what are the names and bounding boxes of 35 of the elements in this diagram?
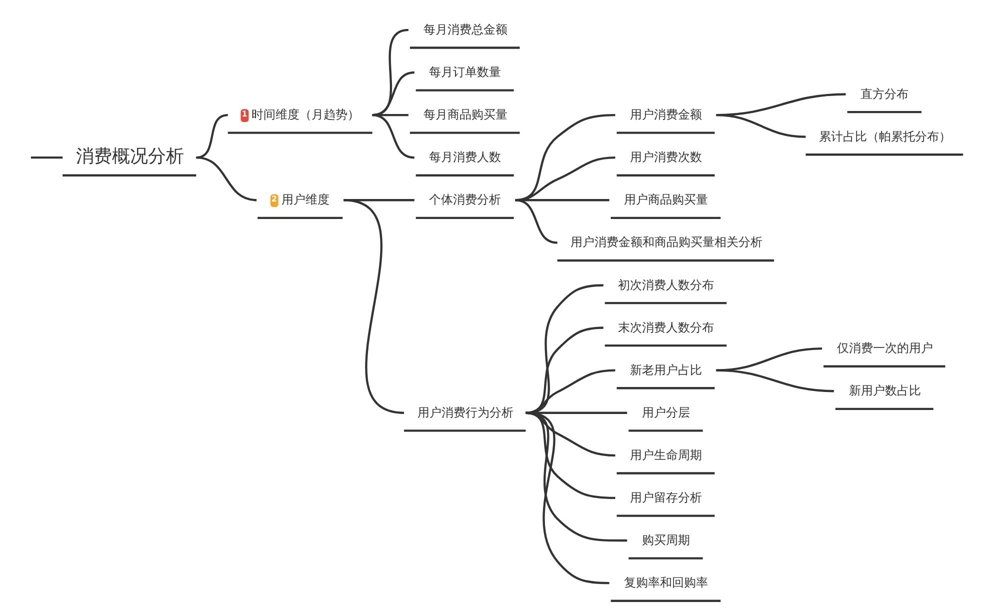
node-text: 用户消费金额	[630, 108, 702, 122]
node-text: 用户商品购买量	[624, 192, 708, 207]
node-text: 复购率和回购率	[624, 576, 708, 590]
node-text: 用户生命周期	[630, 448, 702, 462]
node-text: 末次消费人数分布	[618, 320, 714, 334]
node-text: 每月消费人数	[429, 150, 502, 164]
connector	[372, 71, 415, 116]
node-text: 累计占比（帕累托分布）	[819, 129, 952, 144]
connector	[343, 199, 404, 414]
connector	[716, 369, 834, 392]
node-text: 新老用户占比	[630, 362, 702, 377]
node-text: 个体消费分析	[429, 192, 502, 207]
node-text: 仅消费一次的用户	[836, 341, 933, 356]
connector	[526, 412, 610, 584]
node-text: 用户留存分析	[630, 490, 702, 505]
node-text: 用户消费行为分析	[417, 405, 514, 420]
node-text: 每月订单数量	[429, 65, 502, 80]
node-text: 用户分层	[642, 405, 690, 420]
node-text: 每月消费总金额	[423, 22, 508, 36]
connector	[716, 114, 806, 138]
connector	[372, 114, 415, 159]
node-text: 购买周期	[642, 533, 690, 548]
node-text: 直方分布	[860, 86, 909, 101]
node-text: 新用户数占比	[848, 384, 921, 398]
node-text: 消费概况分析	[76, 146, 184, 167]
node-text: 初次消费人数分布	[618, 278, 714, 292]
connector	[716, 347, 822, 372]
connector	[515, 199, 558, 244]
connector	[31, 156, 63, 159]
connector	[196, 156, 257, 202]
node-text: 用户消费金额和商品购买量相关分析	[570, 235, 763, 250]
node-text: 用户消费次数	[630, 150, 702, 164]
node-text: 每月商品购买量	[423, 108, 508, 122]
connector	[526, 369, 616, 414]
connector	[196, 114, 228, 159]
